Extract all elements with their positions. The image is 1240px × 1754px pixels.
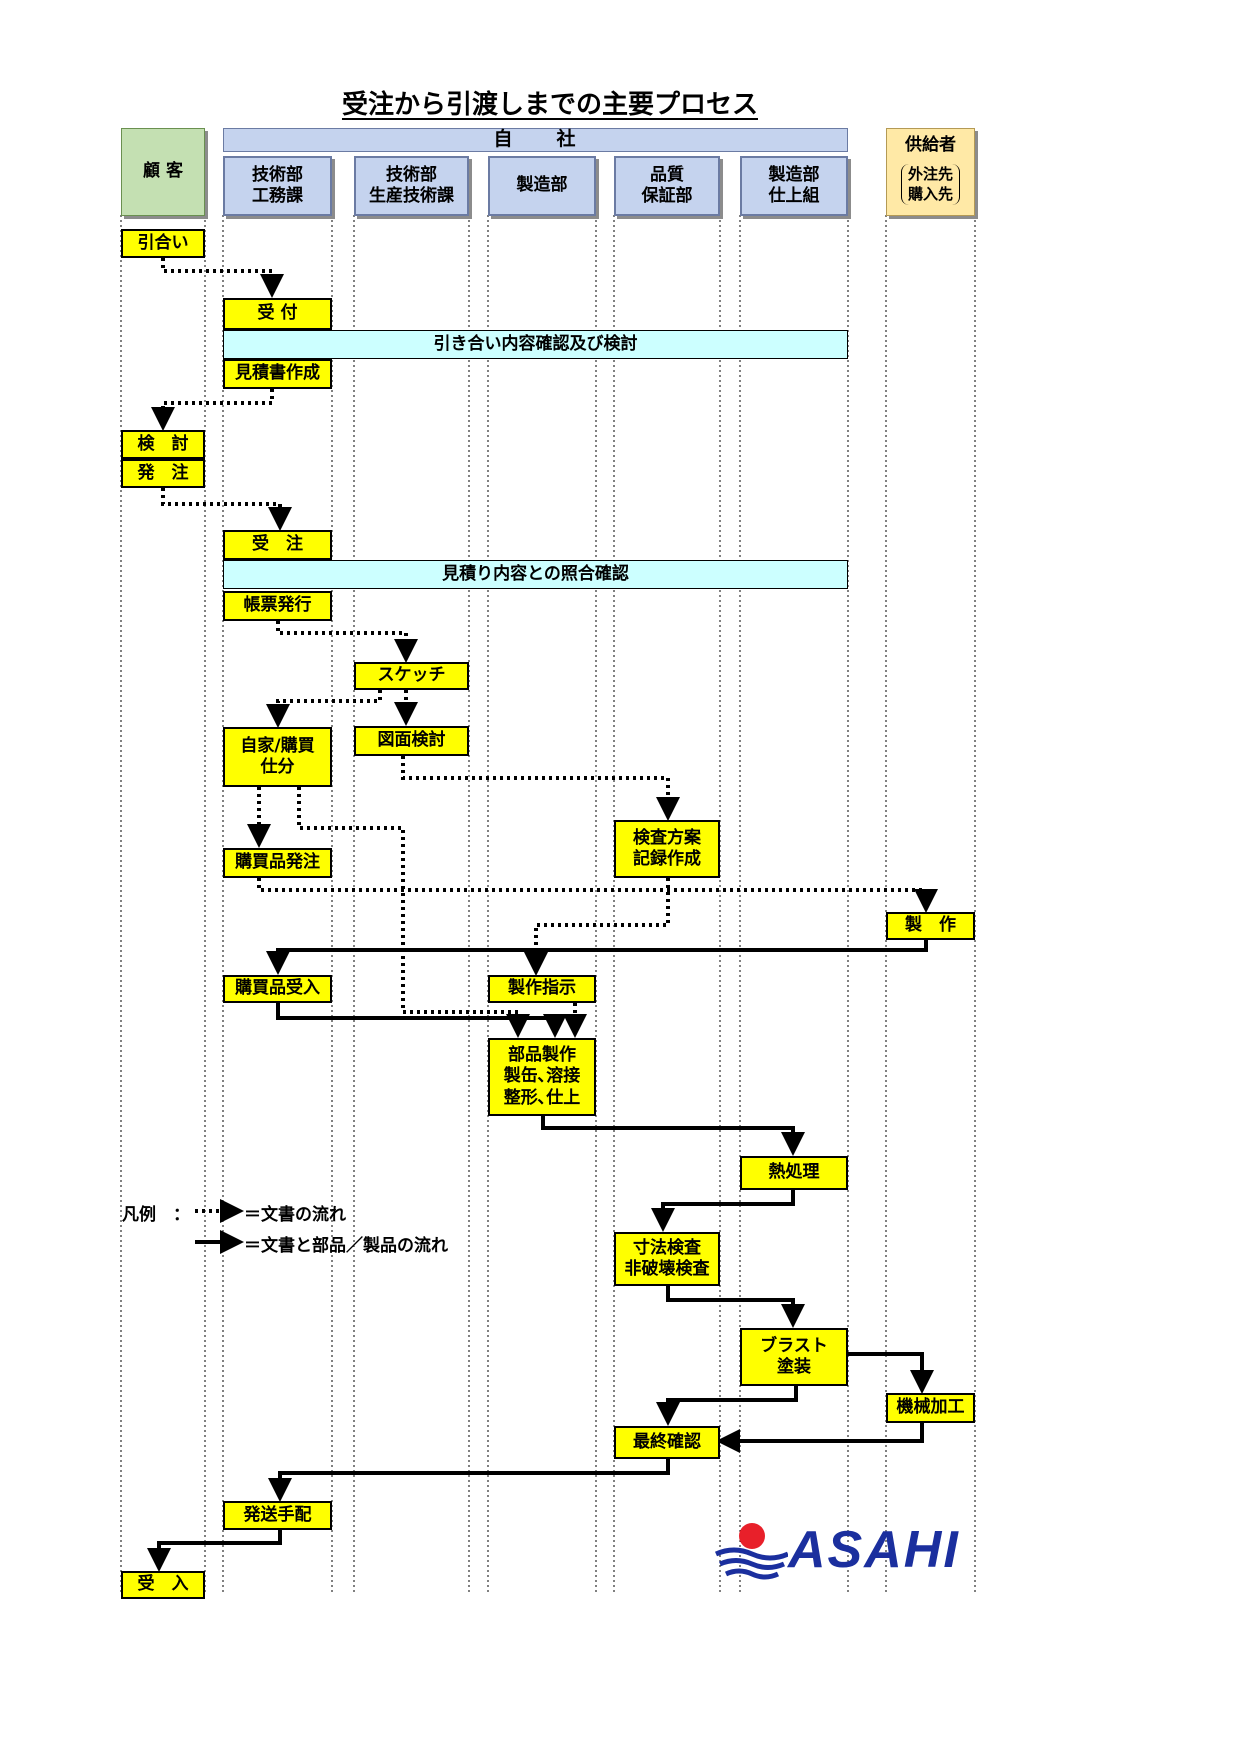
step-consider: 検 討	[121, 430, 205, 459]
flow-blast-final	[656, 1386, 798, 1426]
logo-mark-icon	[714, 1523, 788, 1580]
flow-machining-final	[716, 1423, 924, 1453]
legend-label: 凡例 ：	[122, 1205, 190, 1225]
lane-manufacturing: 製造部	[488, 156, 596, 216]
step-inspection: 寸法検査 非破壊検査	[614, 1232, 720, 1286]
bar-review-inquiry: 引き合い内容確認及び検討	[223, 330, 848, 359]
step-make-or-buy: 自家/購買 仕分	[223, 727, 332, 787]
document-flows	[151, 258, 938, 1223]
lane-tech-production: 技術部 生産技術課	[354, 156, 469, 216]
flow-estimate-consider	[151, 389, 274, 431]
step-blast-paint: ブラスト 塗装	[740, 1328, 848, 1386]
step-inspection-plan: 検査方案 記録作成	[614, 820, 720, 878]
lane-tech-admin: 技術部 工務課	[223, 156, 332, 216]
step-inquiry: 引合い	[121, 229, 205, 258]
company-logo: ASAHI	[712, 1520, 972, 1580]
page-title: 受注から引渡しまでの主要プロセス	[341, 90, 758, 120]
step-parts-fabrication: 部品製作 製缶､溶接 整形､仕上	[488, 1038, 596, 1116]
flow-inspection-blast	[666, 1286, 805, 1328]
legend-solid-text: ＝文書と部品／製品の流れ	[244, 1236, 448, 1256]
flow-order-received	[161, 488, 292, 531]
legend-dotted-text: ＝文書の流れ	[244, 1205, 346, 1225]
step-purchase-order: 購買品発注	[223, 848, 332, 878]
flow-blast-machining	[848, 1352, 934, 1394]
flow-production-receive	[266, 938, 928, 975]
step-production: 製 作	[886, 912, 975, 940]
flow-sketch-makebuy	[266, 690, 382, 728]
step-issue-forms: 帳票発行	[223, 591, 332, 621]
bar-verify-estimate: 見積り内容との照合確認	[223, 560, 848, 589]
lane-quality-assurance: 品質 保証部	[614, 156, 720, 216]
lane-company: 自 社	[223, 128, 848, 152]
step-sketch: スケッチ	[354, 662, 469, 690]
flow-heat-inspection	[651, 1190, 795, 1232]
step-order-received: 受 注	[223, 530, 332, 560]
step-reception: 受 付	[223, 298, 332, 330]
flow-forms-sketch	[276, 621, 418, 663]
part-flows	[147, 938, 934, 1572]
step-machining: 機械加工	[886, 1393, 975, 1423]
step-final-check: 最終確認	[614, 1426, 720, 1459]
flow-drawing-plan	[401, 756, 680, 821]
flow-inquiry-reception	[161, 258, 284, 298]
step-acceptance: 受 入	[121, 1571, 205, 1599]
step-drawing-review: 図面検討	[354, 726, 469, 756]
lane-finishing: 製造部 仕上組	[740, 156, 848, 216]
supplier-sublabel: 外注先 購入先	[900, 164, 960, 206]
flow-po-production	[257, 878, 938, 913]
flow-receive-fab	[276, 1003, 567, 1038]
logo-text: ASAHI	[788, 1521, 960, 1579]
flow-final-shipping	[268, 1459, 670, 1502]
flow-shipping-acceptance	[147, 1530, 282, 1572]
step-heat-treatment: 熱処理	[740, 1156, 848, 1190]
step-estimate: 見積書作成	[223, 359, 332, 389]
step-order: 発 注	[121, 459, 205, 488]
step-production-instruction: 製作指示	[488, 975, 596, 1003]
lane-dividers	[120, 215, 976, 1595]
lane-customer: 顧 客	[121, 128, 205, 216]
flow-fab-heat	[541, 1116, 805, 1156]
lane-supplier: 供給者 外注先 購入先	[886, 128, 975, 216]
step-shipping: 発送手配	[223, 1501, 332, 1530]
step-purchase-receive: 購買品受入	[223, 975, 332, 1003]
supplier-label: 供給者	[905, 135, 956, 155]
flow-plan-instruction	[524, 878, 670, 976]
